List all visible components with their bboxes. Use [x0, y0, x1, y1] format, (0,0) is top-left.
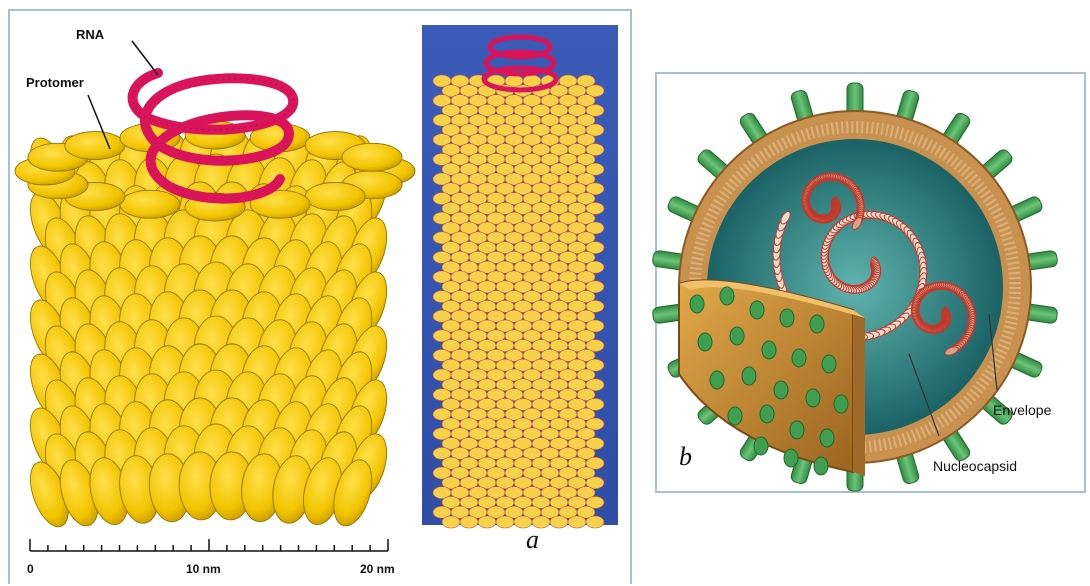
protomer-cylinder — [15, 121, 415, 532]
nucleocapsid-label: Nucleocapsid — [933, 458, 1017, 474]
scale-bar — [30, 539, 388, 551]
protomer-label: Protomer — [26, 75, 84, 90]
rna-leader-line — [132, 41, 158, 75]
panel-letter-a: a — [526, 525, 539, 555]
envelope-label: Envelope — [993, 402, 1051, 418]
scale-label-10nm: 10 nm — [186, 562, 221, 576]
panel-b: Envelope Nucleocapsid b — [655, 72, 1086, 493]
panel-letter-b: b — [679, 442, 692, 472]
inset-tmv-rod — [433, 75, 604, 528]
scale-label-20nm: 20 nm — [360, 562, 395, 576]
panel-a: RNA Protomer 0 10 nm 20 nm a — [8, 9, 632, 584]
cutaway-wedge — [679, 280, 865, 476]
scale-label-0: 0 — [27, 562, 34, 576]
rna-label: RNA — [76, 27, 104, 42]
tmv-illustration — [10, 11, 634, 586]
virion-illustration — [657, 74, 1088, 495]
